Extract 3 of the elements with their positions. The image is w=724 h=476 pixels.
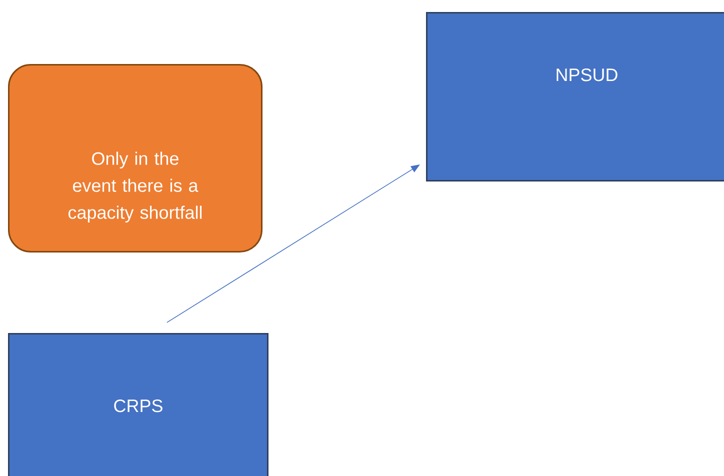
process-box: CRPS <box>8 333 268 476</box>
process-box: NPSUD <box>426 12 724 182</box>
note-box: Only in the event there is a capacity shortfall <box>8 64 262 252</box>
